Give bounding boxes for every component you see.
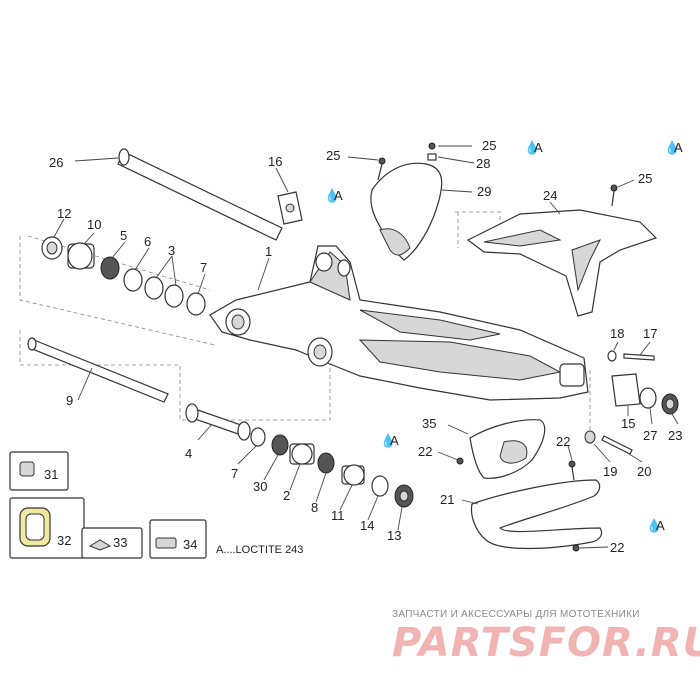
part-9-axle [27, 337, 169, 403]
label-5: 5 [120, 228, 127, 243]
label-17: 17 [643, 326, 657, 341]
label-30: 30 [253, 479, 267, 494]
label-12: 12 [57, 206, 71, 221]
label-22b: 22 [556, 434, 570, 449]
watermark-tagline: ЗАПЧАСТИ И АКСЕССУАРЫ ДЛЯ МОТОТЕХНИКИ [392, 609, 640, 620]
label-10: 10 [87, 217, 101, 232]
marker-a3: A [674, 140, 683, 155]
label-31: 31 [44, 467, 58, 482]
label-3: 3 [168, 243, 175, 258]
label-25a: 25 [326, 148, 340, 163]
label-35: 35 [422, 416, 436, 431]
marker-a5: A [656, 518, 665, 533]
marker-a2: A [534, 140, 543, 155]
lower-bushing-stack [185, 403, 414, 531]
drop-icon: 💧 [324, 188, 340, 203]
part-26-shaft [74, 148, 283, 241]
watermark: ЗАПЧАСТИ И АКСЕССУАРЫ ДЛЯ МОТОТЕХНИКИ PA… [392, 609, 700, 666]
label-28: 28 [476, 156, 490, 171]
label-23: 23 [668, 428, 682, 443]
drop-icon: 💧 [380, 433, 396, 448]
label-7b: 7 [231, 466, 238, 481]
loctite-legend: A....LOCTITE 243 [216, 544, 303, 556]
drop-icon: 💧 [664, 140, 680, 155]
label-11: 11 [331, 508, 345, 523]
label-22c: 22 [610, 540, 624, 555]
label-24: 24 [543, 188, 557, 203]
drop-icon: 💧 [524, 140, 540, 155]
part-16-block [275, 167, 303, 225]
part-35-bracket [437, 419, 576, 481]
label-29: 29 [477, 184, 491, 199]
label-4: 4 [185, 446, 192, 461]
accessory-boxes [9, 451, 207, 559]
label-1: 1 [265, 244, 272, 259]
label-20: 20 [637, 464, 651, 479]
loctite-markers: 💧 A 💧 A 💧 A 💧 A 💧 A [324, 140, 683, 533]
part-29-mudguard [347, 142, 475, 261]
label-2: 2 [283, 488, 290, 503]
marker-a4: A [390, 433, 399, 448]
label-18: 18 [610, 326, 624, 341]
part-labels: 1 2 3 4 5 6 7 7 8 9 10 11 12 13 14 15 16… [44, 138, 682, 555]
label-32: 32 [57, 533, 71, 548]
label-22a: 22 [418, 444, 432, 459]
right-pivot-parts [584, 341, 679, 463]
label-16: 16 [268, 154, 282, 169]
label-9: 9 [66, 393, 73, 408]
label-21: 21 [440, 492, 454, 507]
label-19: 19 [603, 464, 617, 479]
watermark-logo: PARTSFOR.RU [392, 620, 700, 666]
label-13: 13 [387, 528, 401, 543]
label-27: 27 [643, 428, 657, 443]
part-21-chain-slider [461, 479, 609, 552]
label-25c: 25 [638, 171, 652, 186]
label-6: 6 [144, 234, 151, 249]
part-1-swingarm [209, 245, 589, 401]
part-24-chain-guard [466, 179, 658, 317]
label-26: 26 [49, 155, 63, 170]
label-8: 8 [311, 500, 318, 515]
label-25b: 25 [482, 138, 496, 153]
label-33: 33 [113, 535, 127, 550]
label-15: 15 [621, 416, 635, 431]
label-7a: 7 [200, 260, 207, 275]
drop-icon: 💧 [646, 518, 662, 533]
label-34: 34 [183, 537, 197, 552]
label-14: 14 [360, 518, 374, 533]
marker-a1: A [334, 188, 343, 203]
left-bearing-stack [41, 218, 206, 316]
